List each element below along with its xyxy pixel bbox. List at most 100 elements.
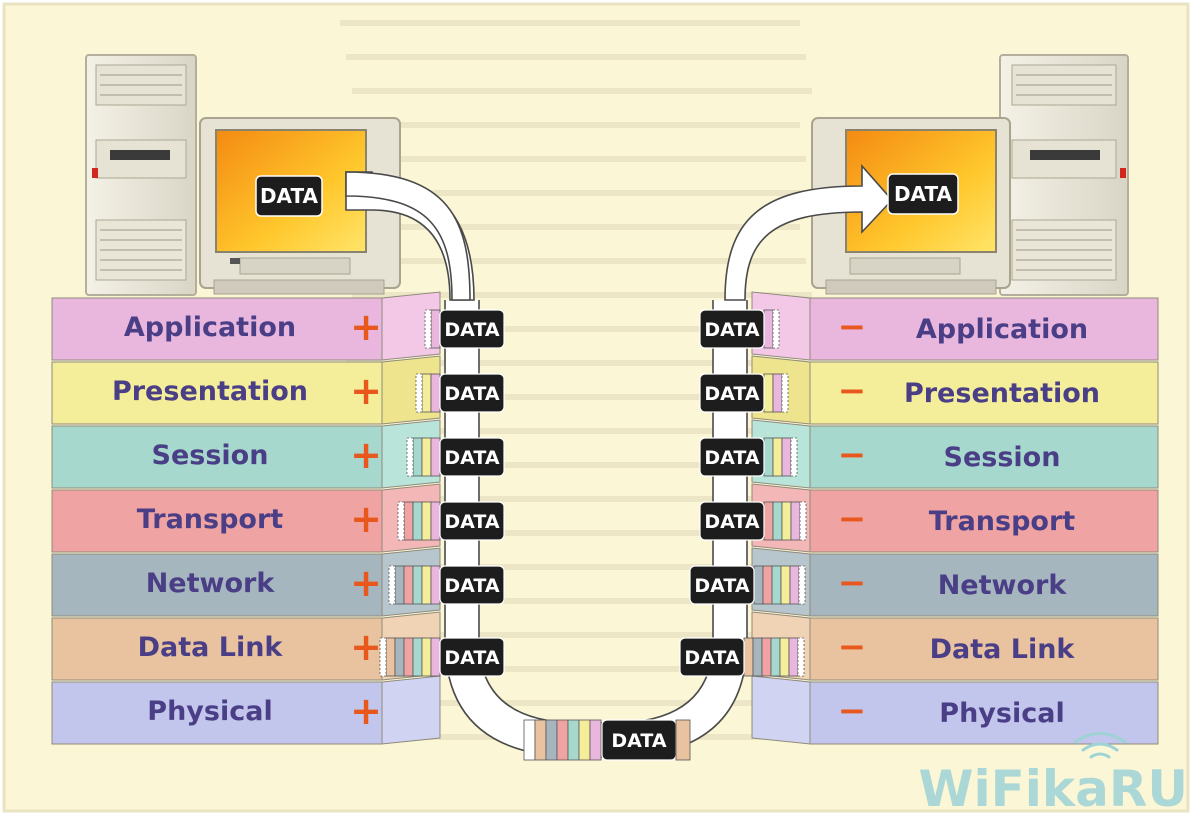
- print-line: [352, 700, 812, 706]
- print-line: [352, 292, 812, 298]
- header-stripe: [412, 437, 423, 477]
- layer-label: Physical: [939, 698, 1064, 729]
- minus-sign: −: [838, 307, 867, 347]
- layer-label: Application: [916, 314, 1088, 345]
- minus-sign: −: [838, 371, 867, 411]
- layer-face: [809, 361, 1159, 425]
- header-stripe: [789, 565, 800, 605]
- right-layer-data-link: −Data Link: [751, 611, 1159, 681]
- right-packet: DATA: [699, 373, 789, 413]
- header-stripe: [772, 437, 783, 477]
- background-print: [340, 20, 812, 740]
- layer-label: Physical: [147, 696, 272, 727]
- header-stripe: [412, 565, 423, 605]
- layer-label: Session: [944, 442, 1061, 473]
- layer-label: Transport: [929, 506, 1075, 537]
- layer-face: [809, 425, 1159, 489]
- header-stripe: [790, 501, 801, 541]
- plus-sign: +: [350, 561, 382, 605]
- layer-label: Presentation: [904, 378, 1100, 409]
- data-box: [699, 437, 765, 477]
- header-stripe: [394, 637, 405, 677]
- header-stripe: [430, 501, 441, 541]
- left-packet: DATA: [388, 565, 505, 605]
- plus-sign: +: [350, 433, 382, 477]
- data-box: [439, 565, 505, 605]
- packet-edge: [797, 637, 805, 677]
- header-stripe: [788, 637, 799, 677]
- right-layer-session: − Session: [751, 419, 1159, 489]
- print-line: [340, 20, 800, 26]
- header-stripe: [781, 501, 792, 541]
- packet-edge: [415, 373, 423, 413]
- right-layer-presentation: − Presentation: [751, 355, 1159, 425]
- header-stripe: [430, 565, 441, 605]
- header-stripe: [403, 501, 414, 541]
- layer-face: [809, 553, 1159, 617]
- minus-sign: −: [838, 435, 867, 475]
- header-stripe: [421, 437, 432, 477]
- header-stripe: [421, 637, 432, 677]
- packet-edge: [790, 437, 798, 477]
- header-stripe: [780, 565, 791, 605]
- header-stripe: [762, 565, 773, 605]
- left-layer-network: Network+: [51, 547, 441, 617]
- left-packet: DATA: [406, 437, 505, 477]
- layer-label: Data Link: [930, 634, 1076, 665]
- layer-label: Transport: [137, 504, 283, 535]
- header-stripe: [412, 637, 423, 677]
- data-label: DATA: [444, 575, 499, 597]
- header-stripe: [545, 719, 558, 761]
- left-send-arrow-body: [345, 171, 471, 301]
- print-line: [340, 122, 800, 128]
- data-label: DATA: [444, 383, 499, 405]
- bottom-packet: DATA: [523, 719, 691, 761]
- print-line: [346, 54, 806, 60]
- data-label: DATA: [704, 319, 759, 341]
- print-line: [352, 496, 812, 502]
- left-layer-application: Application+: [51, 291, 441, 361]
- data-box: [439, 501, 505, 541]
- right-layer-network: −Network: [751, 547, 1159, 617]
- header-stripe: [763, 501, 774, 541]
- header-stripe: [753, 565, 764, 605]
- packet-edge: [388, 565, 396, 605]
- packet-edge: [781, 373, 789, 413]
- layer-face: [809, 297, 1159, 361]
- print-line: [340, 326, 800, 332]
- right-receive-arrow: [724, 163, 894, 301]
- left-packet: DATA: [397, 501, 505, 541]
- layer-face: [809, 617, 1159, 681]
- layer-face: [809, 489, 1159, 553]
- header-stripe: [771, 565, 782, 605]
- data-box: [699, 309, 765, 349]
- data-label: DATA: [444, 319, 499, 341]
- header-stripe: [772, 501, 783, 541]
- header-stripe: [430, 309, 441, 349]
- header-stripe: [779, 637, 790, 677]
- header-stripe: [578, 719, 591, 761]
- data-label: DATA: [894, 182, 953, 206]
- data-label: DATA: [694, 575, 749, 597]
- data-label: DATA: [684, 647, 739, 669]
- data-box: [689, 565, 755, 605]
- header-stripe: [412, 501, 423, 541]
- minus-sign: −: [838, 499, 867, 539]
- layer-face: [51, 489, 383, 553]
- right-screen-data-badge: DATA: [887, 173, 959, 215]
- plus-sign: +: [350, 497, 382, 541]
- layer-face: [51, 361, 383, 425]
- data-label: DATA: [704, 447, 759, 469]
- layer-label: Session: [152, 440, 269, 471]
- left-layer-physical: Physical+: [51, 675, 441, 745]
- header-stripe: [421, 501, 432, 541]
- print-line: [346, 156, 806, 162]
- header-stripe: [772, 373, 783, 413]
- left-packet: DATA: [379, 637, 505, 677]
- packet-edge: [379, 637, 387, 677]
- data-box: [439, 373, 505, 413]
- header-stripe: [781, 437, 792, 477]
- header-stripe: [523, 719, 536, 761]
- plus-sign: +: [350, 625, 382, 669]
